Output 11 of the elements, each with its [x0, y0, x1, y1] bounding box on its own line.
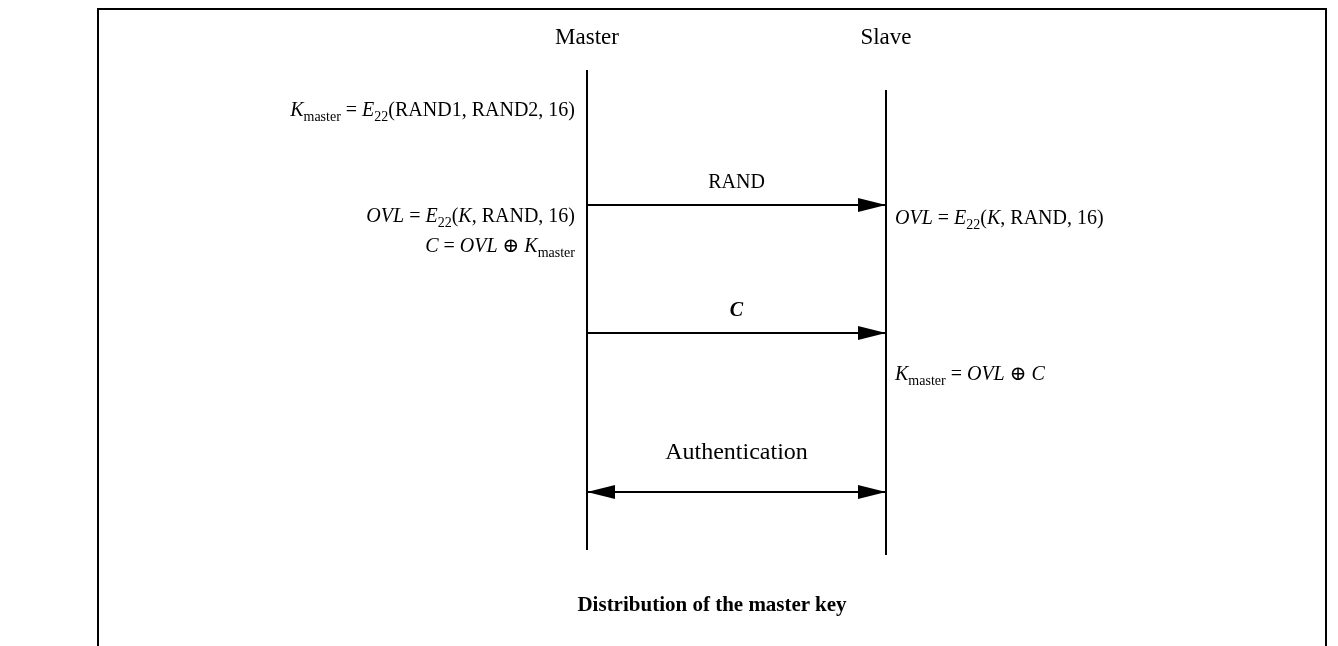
formula: C = OVL ⊕ K$_{master}$: [425, 233, 575, 258]
formula: OVL = E$_{22}$(K, RAND, 16): [895, 205, 1104, 230]
arrow: [587, 326, 886, 340]
lifeline-heading: Master: [555, 23, 619, 51]
lifeline-heading: Slave: [860, 23, 912, 51]
formula: OVL = E$_{22}$(K, RAND, 16): [366, 203, 575, 228]
arrow: [587, 198, 886, 212]
arrow: [587, 485, 886, 499]
caption: Distribution of the master key: [576, 592, 848, 617]
formula: K$_{master}$ = E$_{22}$(RAND1, RAND2, 16): [290, 97, 575, 122]
formula: K$_{master}$ = OVL ⊕ C: [895, 361, 1045, 386]
